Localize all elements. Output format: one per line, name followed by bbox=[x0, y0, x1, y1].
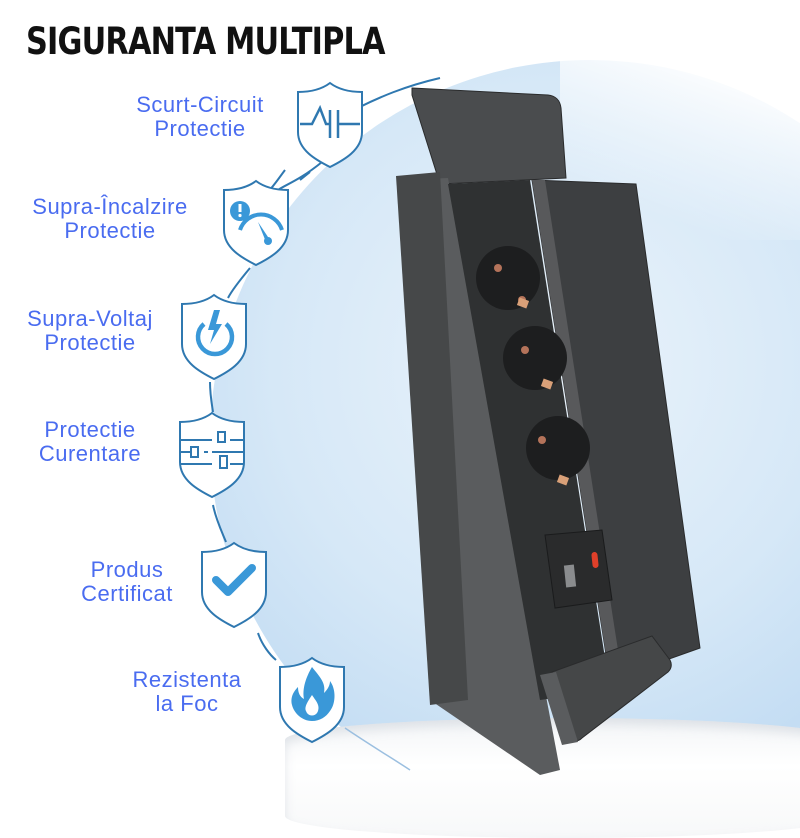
feature-line2: Curentare bbox=[38, 441, 142, 466]
socket-1 bbox=[476, 246, 540, 310]
feature-label-fire-resistance: Rezistenta la Foc bbox=[112, 668, 262, 716]
feature-line1: Supra-Încalzire bbox=[32, 194, 188, 219]
feature-line2: la Foc bbox=[155, 691, 219, 716]
product-image bbox=[396, 87, 701, 775]
feature-label-current-protection: Protectie Curentare bbox=[20, 418, 160, 466]
socket-3 bbox=[526, 416, 590, 486]
feature-label-overvoltage: Supra-Voltaj Protectie bbox=[10, 307, 170, 355]
feature-line1: Rezistenta bbox=[132, 667, 242, 692]
flame-icon bbox=[279, 656, 345, 744]
feature-line1: Produs bbox=[90, 557, 164, 582]
feature-line2: Protectie bbox=[64, 218, 156, 243]
page-title: SIGURANTA MULTIPLA bbox=[26, 20, 386, 63]
feature-line2: Protectie bbox=[154, 116, 246, 141]
feature-label-short-circuit: Scurt-Circuit Protectie bbox=[110, 93, 290, 141]
feature-line1: Scurt-Circuit bbox=[136, 92, 264, 117]
feature-label-overheat: Supra-Încalzire Protectie bbox=[10, 195, 210, 243]
feature-line1: Supra-Voltaj bbox=[27, 306, 153, 331]
circuit-breaker-icon bbox=[179, 411, 245, 499]
feature-label-certified: Produs Certificat bbox=[62, 558, 192, 606]
feature-line2: Certificat bbox=[81, 581, 173, 606]
feature-line1: Protectie bbox=[44, 417, 136, 442]
checkmark-icon bbox=[201, 541, 267, 629]
short-circuit-icon bbox=[297, 81, 363, 169]
feature-line2: Protectie bbox=[44, 330, 136, 355]
overheat-gauge-icon bbox=[223, 179, 289, 267]
usb-module bbox=[544, 529, 613, 609]
socket-2 bbox=[503, 326, 567, 390]
power-surge-icon bbox=[181, 293, 247, 381]
